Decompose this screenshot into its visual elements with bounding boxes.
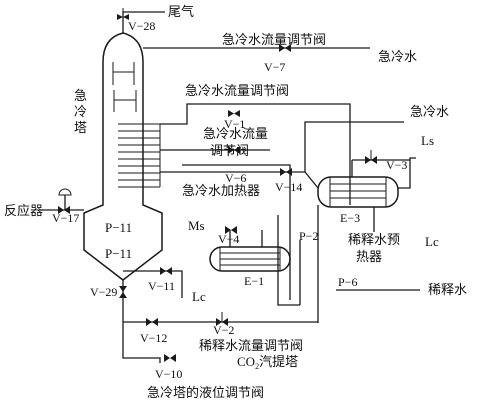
v14-label: V−14 bbox=[275, 180, 302, 194]
v11-label: V−11 bbox=[148, 279, 175, 293]
v2-label: V−2 bbox=[213, 323, 234, 337]
valve-v7[interactable] bbox=[279, 44, 291, 52]
v7-label: V−7 bbox=[264, 60, 285, 74]
v3-label: V−3 bbox=[386, 158, 407, 172]
dilution-preheater-label-1: 稀释水预 bbox=[348, 232, 400, 247]
quench-tower bbox=[83, 32, 163, 281]
valve-v1[interactable] bbox=[228, 110, 240, 117]
v6-label: V−6 bbox=[225, 171, 246, 185]
dilution-flow-valve-label: 稀释水流量调节阀 bbox=[199, 338, 303, 353]
valve-v4[interactable] bbox=[225, 226, 237, 234]
pipes bbox=[40, 11, 420, 363]
labels: 尾气 V−28 急冷水流量调节阀 急冷水 V−7 急冷水流量调节阀 急冷水 急 … bbox=[4, 4, 467, 400]
tail-gas-label: 尾气 bbox=[168, 4, 194, 19]
quench-water-flow-valve-top-label: 急冷水流量调节阀 bbox=[222, 32, 326, 47]
quench-water-flow-valve-inner-1: 急冷水流量 bbox=[203, 126, 268, 141]
valve-v2[interactable] bbox=[216, 312, 228, 326]
e3-label: E−3 bbox=[340, 211, 360, 225]
v28-label: V−28 bbox=[128, 19, 155, 33]
quench-water-flow-valve-inner-2: 调节阀 bbox=[210, 143, 249, 158]
valve-v17[interactable] bbox=[58, 188, 72, 214]
quench-water-top-label: 急冷水 bbox=[378, 49, 417, 64]
quench-water-flow-valve-mid-label: 急冷水流量调节阀 bbox=[185, 83, 289, 98]
dilution-preheater-label-2: 热器 bbox=[356, 249, 382, 264]
e1-label: E−1 bbox=[244, 274, 264, 288]
valve-v6[interactable] bbox=[228, 146, 240, 154]
reactor-label: 反应器 bbox=[4, 203, 43, 218]
valve-v12[interactable] bbox=[146, 318, 158, 326]
valve-v14[interactable] bbox=[280, 168, 292, 176]
v12-label: V−12 bbox=[140, 331, 167, 345]
v10-label: V−10 bbox=[155, 367, 182, 381]
v4-label: V−4 bbox=[218, 232, 239, 246]
v1-label: V−1 bbox=[224, 117, 245, 131]
valve-v10[interactable] bbox=[164, 354, 176, 362]
lc-right-label: Lc bbox=[425, 234, 439, 249]
tower-coil bbox=[118, 123, 161, 188]
p11-b-label: P−11 bbox=[105, 246, 132, 261]
v29-label: V−29 bbox=[90, 285, 117, 299]
valve-v3[interactable] bbox=[365, 150, 377, 164]
quench-water-heater-label: 急冷水加热器 bbox=[182, 183, 260, 198]
p6-label: P−6 bbox=[338, 275, 357, 289]
p11-a-label: P−11 bbox=[105, 220, 132, 235]
valve-v29[interactable] bbox=[119, 286, 127, 298]
tower-level-valve-label: 急冷塔的液位调节阀 bbox=[147, 385, 264, 400]
ms-label: Ms bbox=[188, 218, 205, 233]
dilution-water-label: 稀释水 bbox=[428, 282, 467, 297]
quench-water-right-label: 急冷水 bbox=[410, 104, 449, 119]
heat-exchanger-e3 bbox=[317, 176, 399, 208]
valve-v28[interactable] bbox=[117, 8, 129, 20]
p2-label: P−2 bbox=[299, 229, 318, 243]
co2-stripper-label: CO2汽提塔 bbox=[237, 354, 298, 371]
v17-label: V−17 bbox=[52, 211, 79, 225]
ls-label: Ls bbox=[421, 133, 434, 148]
tower-name-label: 急 冷 塔 bbox=[74, 88, 90, 135]
lc-bottom-label: Lc bbox=[192, 289, 206, 304]
valve-v11[interactable] bbox=[160, 267, 172, 275]
heat-exchanger-e1 bbox=[209, 246, 291, 272]
